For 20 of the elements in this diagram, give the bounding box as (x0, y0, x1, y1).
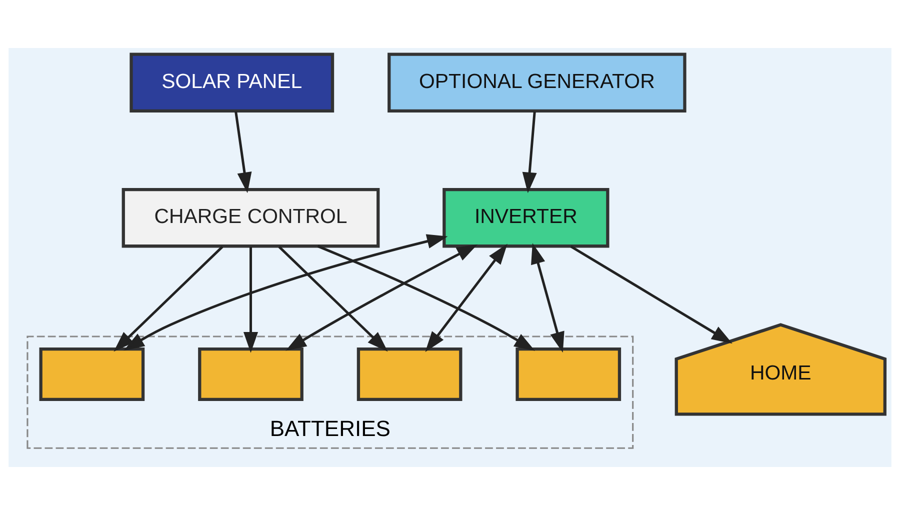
arrow (522, 111, 537, 194)
arrow (114, 246, 224, 352)
arrow (317, 245, 535, 351)
node-box (198, 348, 304, 401)
arrow (286, 244, 478, 351)
node-box: INVERTER (442, 188, 610, 248)
arrow (531, 243, 564, 353)
arrow (425, 244, 508, 352)
arrow (278, 246, 388, 352)
node-box (39, 348, 145, 401)
node-box (356, 348, 462, 401)
arrow (243, 246, 258, 353)
node-box: SOLAR PANEL (130, 52, 334, 112)
arrow (234, 111, 252, 194)
cluster: BATTERIES (26, 336, 634, 449)
arrow (570, 245, 732, 344)
arrow (124, 234, 448, 351)
node-box: OPTIONAL GENERATOR (388, 52, 686, 112)
node-box (516, 348, 622, 401)
node-box: CHARGE CONTROL (122, 188, 380, 248)
